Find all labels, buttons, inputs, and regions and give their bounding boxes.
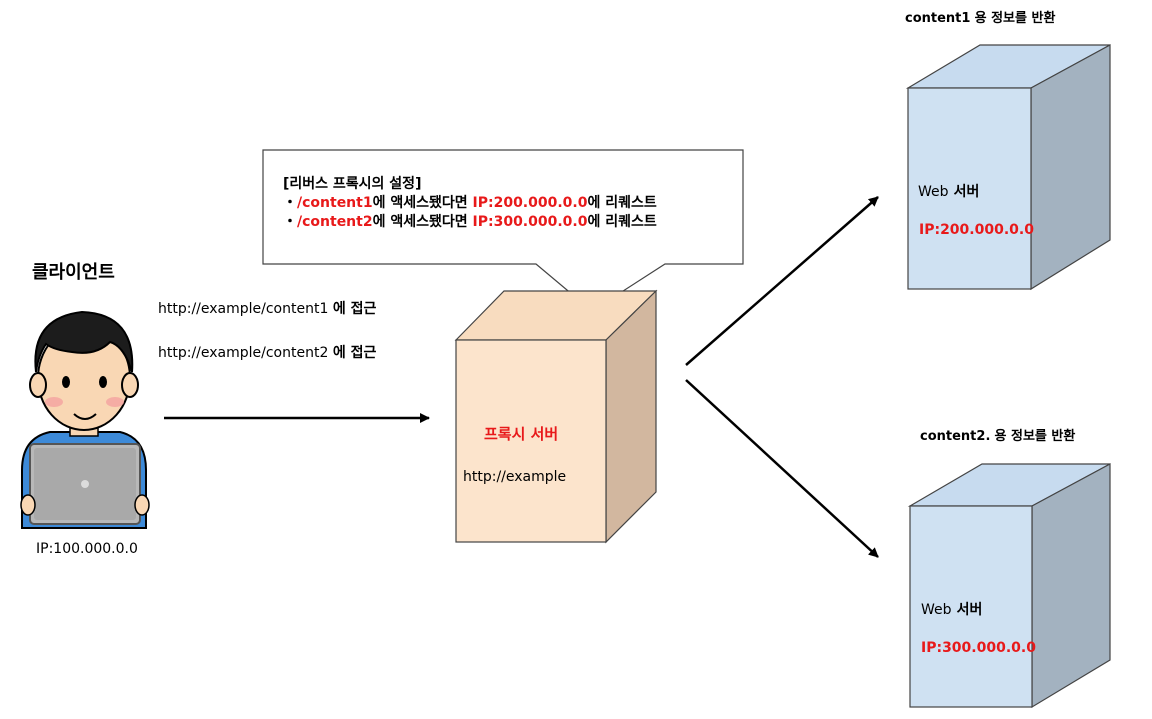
- server-1-web: Web: [918, 184, 949, 200]
- request-2-suffix: 에 접근: [332, 345, 377, 361]
- web-server-2-box: [907, 462, 1111, 709]
- server-1-caption: content1 용 정보를 반환: [905, 7, 1055, 26]
- rule-2-tail: 에 리퀘스트: [587, 214, 657, 230]
- server-1-ip: IP:200.000.0.0: [919, 222, 1034, 238]
- server-2-web: Web: [921, 602, 952, 618]
- person-with-laptop-icon: [20, 310, 150, 529]
- server-2-label-text: 서버: [956, 602, 983, 618]
- server-1-label: Web 서버: [918, 181, 979, 201]
- rule-1-mid: 에 액세스됐다면: [372, 195, 473, 211]
- client-title: 클라이언트: [32, 262, 115, 283]
- server-1-caption-rest: 용 정보를 반환: [974, 11, 1056, 26]
- rule-1-path: /content1: [297, 195, 373, 211]
- rule-1-ip: IP:200.000.0.0: [472, 195, 588, 211]
- proxy-server-box: [454, 289, 658, 544]
- server-2-label: Web 서버: [921, 599, 982, 619]
- rule-1-tail: 에 리퀘스트: [587, 195, 657, 211]
- request-1-url: http://example/content1: [158, 301, 329, 317]
- request-2-url: http://example/content2: [158, 345, 329, 361]
- rule-2-path: /content2: [297, 214, 373, 230]
- server-2-ip: IP:300.000.0.0: [921, 640, 1036, 656]
- server-1-caption-key: content1: [905, 11, 971, 26]
- rule-2-bullet: ・: [283, 214, 297, 230]
- callout-rule-1: ・/content1에 액세스됐다면 IP:200.000.0.0에 리퀘스트: [283, 194, 657, 213]
- web-server-1-box: [905, 43, 1111, 291]
- rule-2-mid: 에 액세스됐다면: [372, 214, 473, 230]
- client-request-1: http://example/content1 에 접근: [158, 298, 376, 318]
- client-ip: IP:100.000.0.0: [36, 541, 138, 557]
- client-request-2: http://example/content2 에 접근: [158, 342, 376, 362]
- callout-bubble: [262, 149, 744, 312]
- server-2-caption-key: content2.: [920, 429, 991, 444]
- request-1-suffix: 에 접근: [332, 301, 377, 317]
- server-2-caption-rest: 용 정보를 반환: [994, 429, 1076, 444]
- proxy-url: http://example: [463, 469, 567, 485]
- server-2-caption: content2. 용 정보를 반환: [920, 425, 1075, 444]
- rule-1-bullet: ・: [283, 195, 297, 211]
- callout-text: [리버스 프록시의 설정] ・/content1에 액세스됐다면 IP:200.…: [283, 175, 657, 232]
- proxy-title: 프록시 서버: [484, 425, 559, 443]
- server-1-label-text: 서버: [953, 184, 980, 200]
- proxy-to-server1-arrow: [685, 196, 879, 366]
- rule-2-ip: IP:300.000.0.0: [472, 214, 588, 230]
- callout-heading: [리버스 프록시의 설정]: [283, 176, 422, 192]
- proxy-to-server2-arrow: [685, 379, 879, 558]
- callout-rule-2: ・/content2에 액세스됐다면 IP:300.000.0.0에 리퀘스트: [283, 213, 657, 232]
